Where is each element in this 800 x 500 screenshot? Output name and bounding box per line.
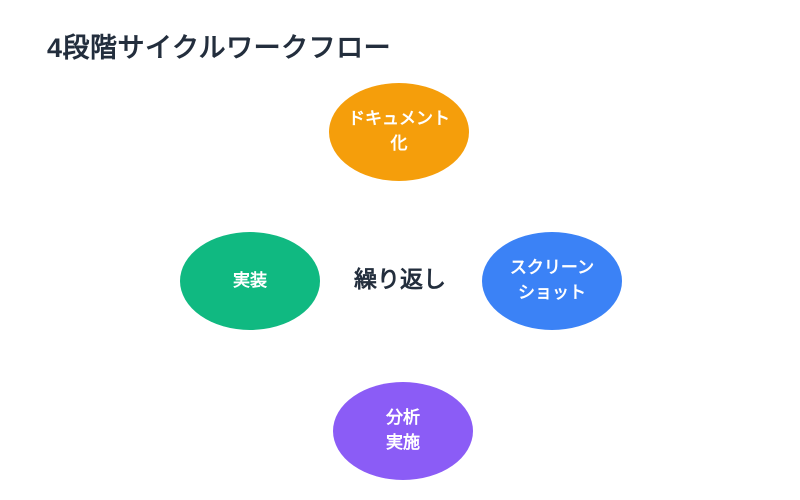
node-screenshot-label: スクリーン ショット bbox=[509, 258, 595, 302]
node-implementation-label: 実装 bbox=[233, 270, 267, 290]
node-documentation-label: ドキュメント 化 bbox=[348, 109, 450, 153]
node-implementation: 実装 bbox=[180, 232, 320, 330]
page-title: 4段階サイクルワークフロー bbox=[47, 33, 392, 63]
node-analysis: 分析 実施 bbox=[333, 382, 473, 480]
cycle-center-label: 繰り返し bbox=[354, 266, 446, 292]
node-documentation: ドキュメント 化 bbox=[329, 83, 469, 181]
node-analysis-label: 分析 実施 bbox=[386, 408, 420, 452]
node-screenshot: スクリーン ショット bbox=[482, 232, 622, 330]
